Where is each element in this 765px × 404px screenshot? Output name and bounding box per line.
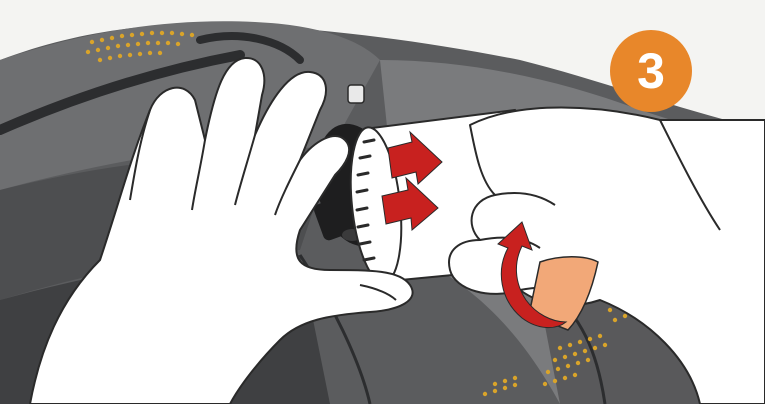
step-number-badge: 3 [610,30,692,112]
step-number: 3 [637,46,665,96]
